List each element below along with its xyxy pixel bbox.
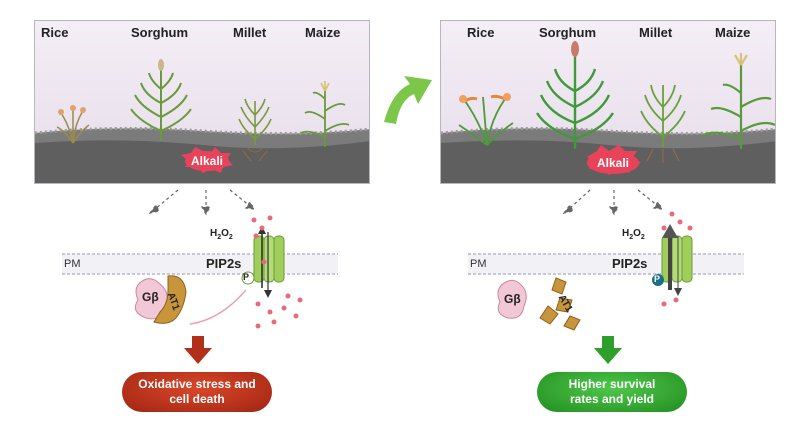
gbeta-label-right: Gβ — [504, 292, 521, 306]
crop-label-millet: Millet — [639, 25, 673, 40]
field-scene-left — [35, 59, 369, 183]
alkali-stress-panel-before: Rice Sorghum Millet Maize Alkali — [34, 20, 370, 184]
h2o2-label-left: H2O2 — [210, 228, 233, 241]
plasma-membrane-left — [62, 253, 338, 275]
maize-plant-stunted — [300, 81, 350, 147]
maize-plant-healthy — [702, 53, 775, 149]
signal-arrows-left — [148, 189, 256, 216]
at1-protein-right-fragmented — [539, 277, 581, 331]
crop-label-maize: Maize — [305, 25, 341, 40]
crop-label-maize: Maize — [715, 25, 751, 40]
outcome-right-text: Higher survival rates and yield — [568, 377, 656, 406]
crop-label-rice: Rice — [467, 25, 495, 40]
rice-plant-stunted — [56, 105, 90, 144]
millet-plant-stunted — [238, 98, 272, 162]
phospho-label-right: P — [654, 274, 661, 284]
sorghum-plant-healthy — [535, 41, 615, 149]
pm-label-right: PM — [470, 258, 487, 270]
pip2s-label-left: PIP2s — [206, 256, 242, 271]
transition-arrow-icon — [384, 76, 432, 124]
outcome-left-text: Oxidative stress and cell death — [138, 377, 256, 406]
pip2-channel-left — [241, 226, 285, 298]
interaction-line-left — [189, 289, 247, 325]
phospho-label-left: P — [243, 272, 250, 282]
down-arrow-green-icon — [594, 336, 622, 364]
alkali-label: Alkali — [190, 154, 223, 168]
crop-label-millet: Millet — [233, 25, 267, 40]
h2o2-label-right: H2O2 — [622, 228, 645, 241]
rice-plant-healthy — [458, 93, 514, 146]
outcome-higher-survival: Higher survival rates and yield — [537, 372, 687, 412]
millet-plant-healthy — [640, 84, 686, 163]
alkali-tolerant-panel-after: Rice Sorghum Millet Maize Alkali — [440, 20, 776, 184]
plasma-membrane-right — [468, 253, 744, 275]
pm-label-left: PM — [64, 258, 81, 270]
sorghum-plant-stunted — [130, 59, 192, 141]
alkali-label: Alkali — [596, 156, 629, 170]
field-scene-right — [441, 41, 775, 183]
crop-label-rice: Rice — [41, 25, 69, 40]
crop-label-sorghum: Sorghum — [539, 25, 597, 40]
ros-dots-left — [251, 215, 303, 329]
alkali-burst-icon — [587, 145, 641, 175]
down-arrow-red-icon — [184, 336, 212, 364]
outcome-oxidative-stress: Oxidative stress and cell death — [122, 372, 272, 412]
crop-label-sorghum: Sorghum — [131, 25, 189, 40]
gbeta-protein-right — [497, 279, 527, 319]
gbeta-label-left: Gβ — [142, 290, 159, 304]
pip2s-label-right: PIP2s — [612, 256, 648, 271]
ros-dots-right — [661, 211, 693, 307]
signal-arrows-right — [562, 189, 664, 216]
pip2-channel-right — [652, 224, 693, 296]
at1-protein-left — [153, 275, 187, 324]
